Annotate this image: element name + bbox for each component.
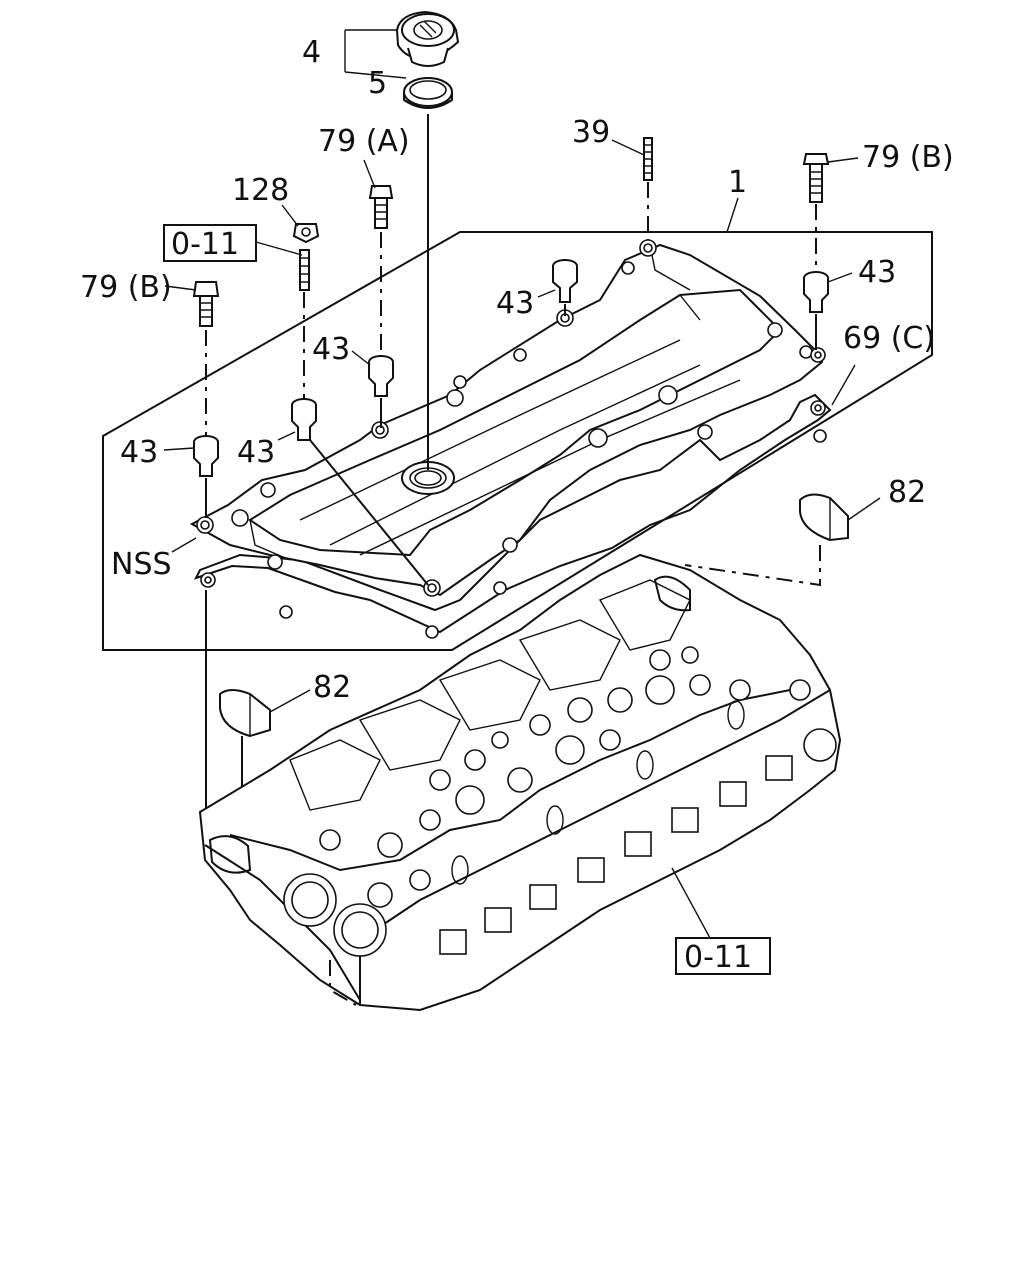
callout-128: 128 [232, 173, 289, 208]
callout-1: 1 [728, 165, 747, 200]
grommet-43-mid [368, 355, 394, 397]
head-cover-gasket [194, 393, 832, 634]
bolt-79b-left [192, 281, 220, 327]
callout-82-right: 82 [888, 475, 926, 510]
ref-box-bottom-frame [675, 937, 771, 975]
callout-43-lower-left: 43 [120, 435, 158, 470]
callout-79b-left: 79 (B) [80, 270, 172, 305]
grommet-43-right [803, 271, 829, 313]
oil-filler-neck [401, 461, 455, 495]
nut-128 [292, 223, 320, 244]
callout-79b-right: 79 (B) [862, 140, 954, 175]
plug-82-right-line [684, 545, 821, 587]
callout-43-mid: 43 [312, 332, 350, 367]
callout-43-right: 43 [858, 255, 896, 290]
callout-69c: 69 (C) [843, 321, 935, 356]
callout-39: 39 [572, 115, 610, 150]
bolt-79b-right [802, 153, 830, 203]
callout-82-left: 82 [313, 670, 351, 705]
cover-assembly-boundary [102, 231, 933, 651]
grommet-43-lower-left [193, 435, 219, 477]
ref-box-bottom[interactable]: 0-11 [684, 940, 752, 975]
plug-82-left [219, 689, 271, 738]
oil-filler-cap [395, 10, 460, 67]
bolt-79a [368, 185, 394, 229]
head-cover-top-panel [248, 288, 782, 557]
callout-43-center: 43 [496, 286, 534, 321]
cover-bolt-bosses [196, 239, 827, 639]
cap-gasket-ring [403, 77, 453, 109]
callout-4: 4 [302, 35, 321, 70]
cylinder-head [198, 553, 842, 1012]
grommet-43-lower-mid [291, 398, 317, 441]
plug-82-right [799, 493, 849, 542]
stud-top-ref [299, 249, 310, 291]
callout-79a: 79 (A) [318, 124, 410, 159]
grommet-43-center [552, 259, 578, 303]
grommet-43-lower-mid-line [309, 439, 429, 586]
stud-39 [643, 137, 653, 181]
callout-5: 5 [368, 66, 387, 101]
ref-box-top-frame [163, 224, 257, 262]
callout-nss: NSS [111, 547, 172, 582]
leader-lines [163, 29, 881, 939]
ref-box-top[interactable]: 0-11 [171, 227, 239, 262]
callout-43-lower-mid: 43 [237, 435, 275, 470]
